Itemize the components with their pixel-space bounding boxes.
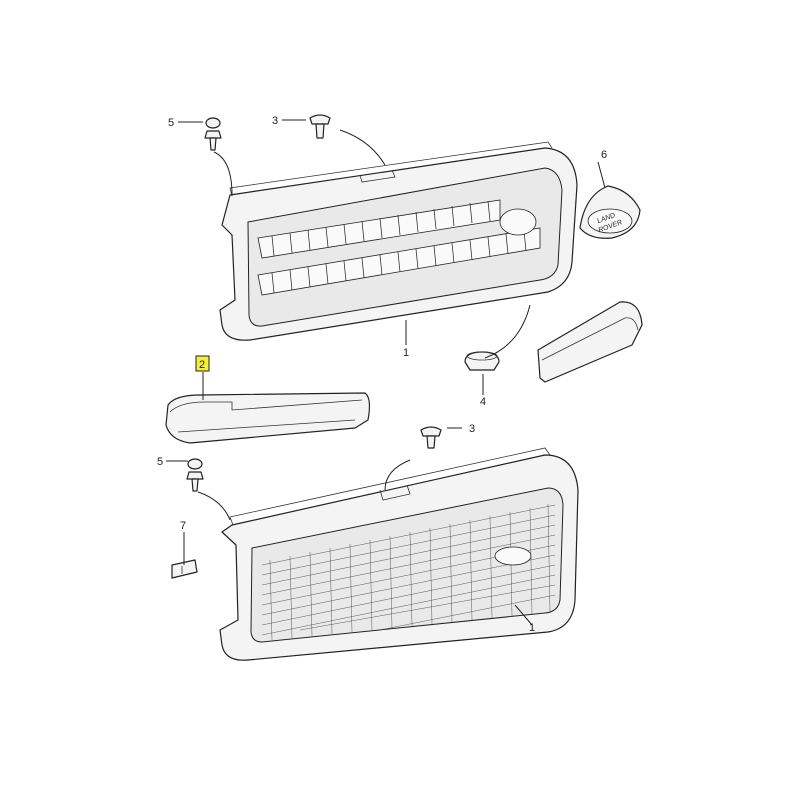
bracket (171, 559, 198, 579)
upper-grille (219, 141, 578, 341)
land-rover-badge: LAND ROVER (579, 185, 641, 239)
badge-recess-lower (494, 546, 532, 566)
grille-mesh (261, 503, 556, 641)
callout-5-lower: 5 (157, 456, 163, 468)
callout-3-lower: 3 (469, 423, 475, 435)
callout-1-upper: 1 (403, 347, 409, 359)
callout-6: 6 (601, 149, 607, 161)
screw-upper (309, 114, 331, 139)
callout-1-lower: 1 (529, 622, 535, 634)
lower-grille (219, 447, 579, 661)
clip-lower (186, 458, 204, 492)
grille-slats (271, 200, 527, 294)
screw-lower (420, 426, 442, 449)
side-trim-strip (537, 301, 643, 383)
callout-3-upper: 3 (272, 115, 278, 127)
badge-recess (499, 208, 537, 236)
callout-7: 7 (180, 520, 186, 532)
clip-upper (204, 117, 222, 151)
lower-trim-strip (165, 392, 371, 444)
leader-lines (166, 119, 606, 626)
callout-2-highlight (195, 355, 210, 372)
callouts: 5 3 6 1 4 2 3 5 7 1 (157, 115, 607, 634)
grommet (464, 351, 500, 371)
callout-4: 4 (480, 396, 486, 408)
callout-2: 2 (199, 359, 205, 371)
callout-5-upper: 5 (168, 117, 174, 129)
